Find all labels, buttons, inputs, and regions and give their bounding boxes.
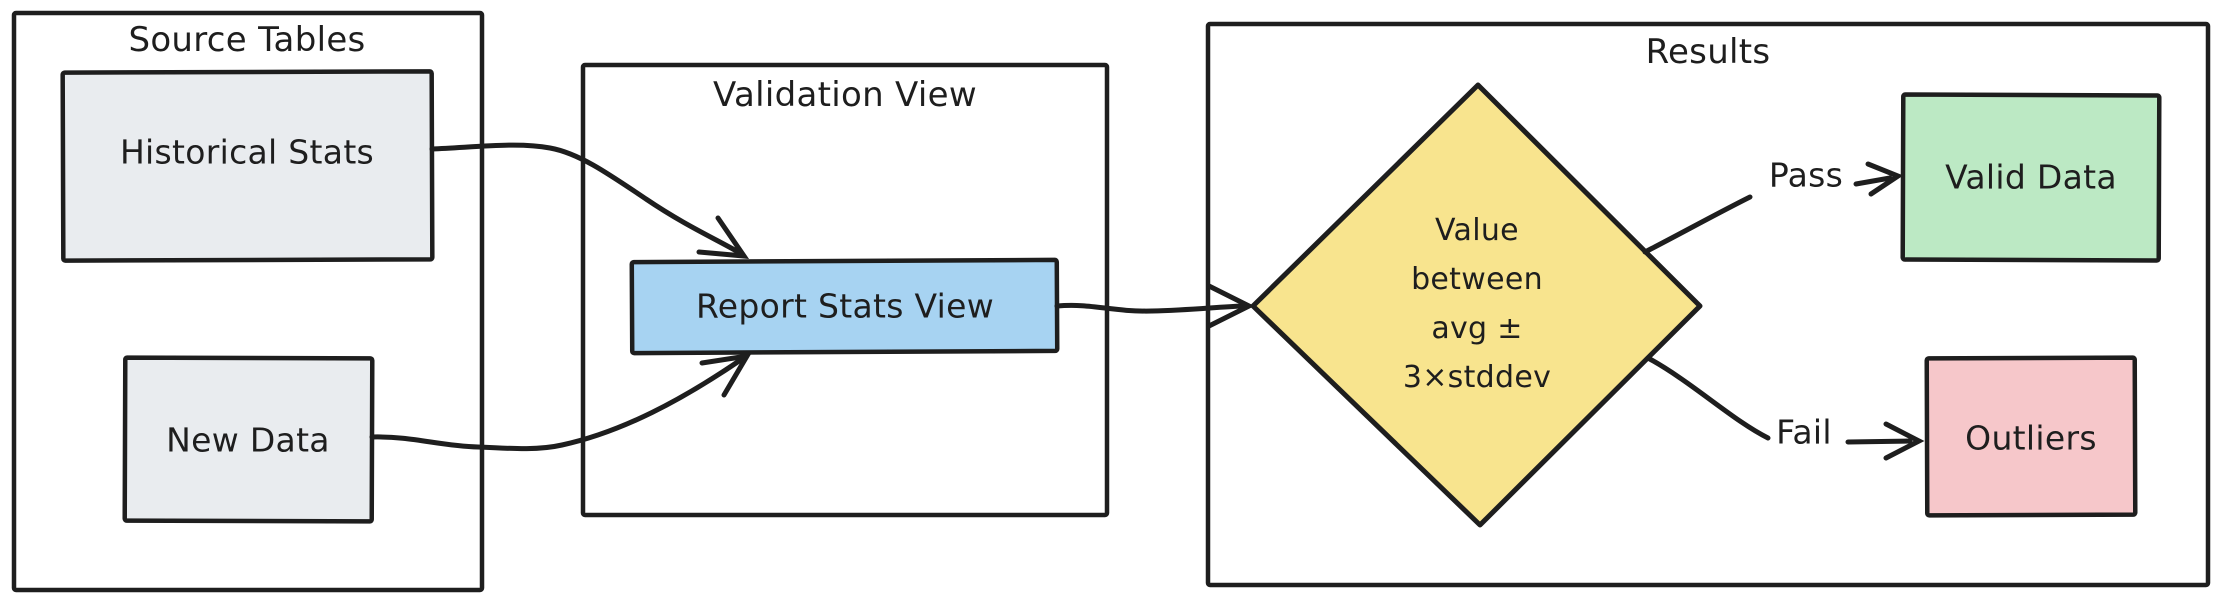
- valid-data-node[interactable]: [1900, 92, 2162, 263]
- pass-arrowhead[interactable]: [1853, 161, 1904, 197]
- new-data-node[interactable]: [122, 355, 375, 524]
- new-data-label: New Data: [166, 420, 330, 460]
- decision-line-1: Value: [1435, 213, 1519, 248]
- arrow-historical-to-report[interactable]: [429, 142, 750, 259]
- source-tables-title: Source Tables: [128, 20, 366, 60]
- fail-edge-label: Fail: [1776, 412, 1832, 452]
- validation-view-container[interactable]: [580, 62, 1110, 518]
- source-tables-container[interactable]: [11, 10, 485, 593]
- results-title: Results: [1645, 32, 1771, 72]
- decision-diamond-label: Value between avg ± 3×stddev: [1403, 206, 1551, 402]
- outliers-label: Outliers: [1965, 418, 2097, 458]
- outliers-node[interactable]: [1924, 355, 2138, 518]
- decision-line-2: between: [1411, 262, 1543, 297]
- fail-arrowhead[interactable]: [1845, 421, 1925, 461]
- fail-edge-line[interactable]: [1645, 355, 1771, 441]
- pass-edge-line[interactable]: [1642, 194, 1753, 255]
- arrow-newdata-to-report[interactable]: [369, 352, 752, 452]
- decision-line-4: 3×stddev: [1402, 360, 1552, 395]
- valid-data-label: Valid Data: [1945, 157, 2117, 197]
- results-container[interactable]: [1205, 21, 2211, 588]
- arrow-report-to-decision[interactable]: [1054, 283, 1255, 329]
- report-stats-view-label: Report Stats View: [695, 286, 995, 326]
- historical-stats-label: Historical Stats: [119, 132, 375, 172]
- decision-line-3: avg ±: [1431, 311, 1523, 346]
- pass-edge-label: Pass: [1768, 155, 1844, 195]
- decision-diamond-node[interactable]: [1250, 82, 1703, 528]
- validation-view-title: Validation View: [713, 75, 977, 115]
- historical-stats-node[interactable]: [60, 69, 435, 263]
